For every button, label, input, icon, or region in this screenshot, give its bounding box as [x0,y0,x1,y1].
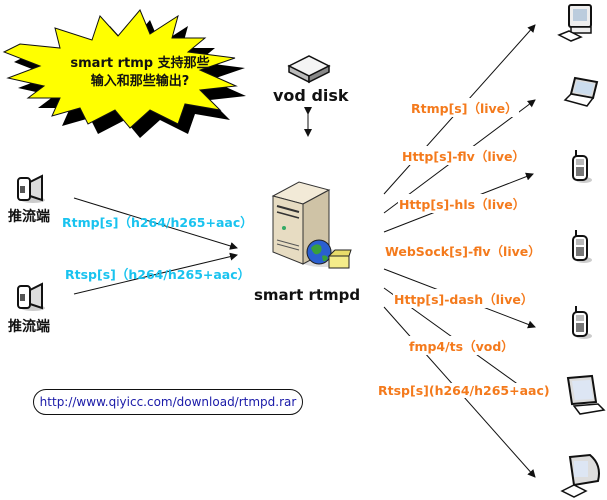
input-line-rtmp [73,197,238,250]
download-url-link[interactable]: http://www.qiyicc.com/download/rtmpd.rar [33,389,303,415]
callout-text: smart rtmp 支持那些 输入和那些输出? [50,55,230,91]
desktop-computer-icon [557,4,592,42]
crt-desktop-icon [560,453,600,498]
mobile-phone-icon [572,230,592,263]
output-label-rtsp: Rtsp[s](h264/h265+aac) [377,383,551,398]
input-line-rtsp [73,252,238,295]
server-label: smart rtmpd [254,286,361,304]
server-icon [271,181,352,269]
camera-icon [17,282,45,311]
mobile-phone-icon [572,306,592,339]
vod-disk-label: vod disk [273,86,349,105]
input-label-rtmp: Rtmp[s]（h264/h265+aac） [62,215,253,230]
laptop-icon [563,76,599,107]
callout-burst [2,9,246,138]
callout-line-1: smart rtmp 支持那些 [70,56,210,71]
camera-icon [17,174,45,203]
publisher-label-1: 推流端 [8,209,50,225]
output-label-http-flv: Http[s]-flv（live） [401,146,527,165]
input-label-rtsp: Rtsp[s]（h264/h265+aac） [65,267,251,282]
mobile-phone-icon [572,150,592,183]
monitor-icon [566,374,606,415]
output-label-rtmp: Rtmp[s]（live） [410,98,519,117]
callout-line-2: 输入和那些输出? [90,74,190,89]
output-label-http-dash: Http[s]-dash（live） [393,289,535,308]
output-label-http-hls: Http[s]-hls（live） [398,194,527,213]
publisher-label-2: 推流端 [8,319,50,335]
disk-icon [287,55,331,84]
output-label-fmp4-ts: fmp4/ts（vod） [408,336,515,355]
output-label-websock-flv: WebSock[s]-flv（live） [384,241,542,260]
